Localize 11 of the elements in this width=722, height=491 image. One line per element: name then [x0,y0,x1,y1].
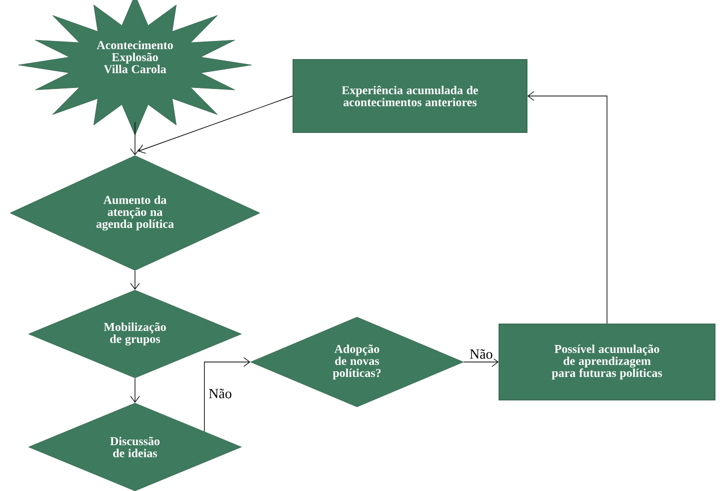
edge-label: Não [208,388,233,400]
process-box: Experiência acumulada de acontecimentos anteriores [292,59,528,133]
arrow [527,91,608,324]
arrow [138,96,293,154]
arrow [130,122,140,156]
arrow [204,357,250,432]
arrow [130,378,140,403]
process-box: Possível acumulação de aprendizagem para futuras políticas [498,324,716,400]
arrow [463,357,499,367]
arrow [130,270,140,290]
edge-label: Não [468,348,494,360]
